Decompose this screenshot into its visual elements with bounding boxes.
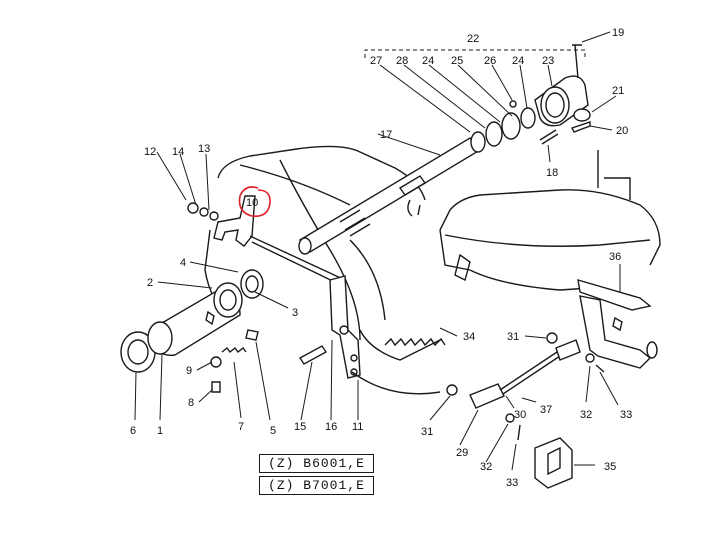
- washers-and-nut-left: [187, 202, 219, 221]
- callout-24-upper-left: 24: [422, 55, 434, 67]
- callout-32-lower: 32: [480, 461, 492, 473]
- rubber-block: [534, 437, 573, 489]
- callout-32-right: 32: [580, 409, 592, 421]
- callout-31-right: 31: [507, 331, 519, 343]
- callout-24-upper-right: 24: [512, 55, 524, 67]
- callout-10: 10: [246, 197, 258, 209]
- callout-9: 9: [186, 365, 192, 377]
- callout-11: 11: [352, 421, 363, 433]
- callout-33-lower: 33: [506, 477, 518, 489]
- callout-12: 12: [144, 146, 156, 158]
- group-bracket-22: [364, 49, 586, 58]
- coupling-assembly: [470, 44, 591, 153]
- callout-31-left: 31: [421, 426, 433, 438]
- callout-36: 36: [609, 251, 621, 263]
- callout-30: 30: [514, 409, 526, 421]
- callout-21: 21: [612, 85, 624, 97]
- callout-19: 19: [612, 27, 624, 39]
- callout-22: 22: [467, 33, 479, 45]
- callout-labels: 22 19 27 28 24 25 26 24 23 21 20 17 18 1…: [130, 27, 632, 489]
- callout-33-right: 33: [620, 409, 632, 421]
- callout-2: 2: [147, 277, 153, 289]
- callout-27: 27: [370, 55, 382, 67]
- callout-14: 14: [172, 146, 184, 158]
- leader-lines: [134, 31, 621, 471]
- callout-15: 15: [294, 421, 306, 433]
- pedal-lever-assembly: [577, 279, 658, 369]
- callout-26: 26: [484, 55, 496, 67]
- control-rod: [351, 332, 605, 441]
- callout-28: 28: [396, 55, 408, 67]
- callout-16: 16: [325, 421, 337, 433]
- callout-29: 29: [456, 447, 468, 459]
- callout-34: 34: [463, 331, 475, 343]
- callout-5: 5: [270, 425, 276, 437]
- callout-37: 37: [540, 404, 552, 416]
- callout-3: 3: [292, 307, 298, 319]
- callout-17: 17: [380, 129, 392, 141]
- model-label-b6001: (Z) B6001,E: [259, 454, 374, 473]
- callout-13: 13: [198, 143, 210, 155]
- highlight-circle-part-10: [238, 186, 271, 218]
- callout-25: 25: [451, 55, 463, 67]
- callout-18: 18: [546, 167, 558, 179]
- callout-7: 7: [238, 421, 244, 433]
- callout-20: 20: [616, 125, 628, 137]
- model-label-b7001: (Z) B7001,E: [259, 476, 374, 495]
- spring-and-bolt-left: [210, 329, 328, 393]
- shaft-boss: [120, 269, 264, 373]
- callout-8: 8: [188, 397, 194, 409]
- callout-6: 6: [130, 425, 136, 437]
- transmission-housing: [204, 145, 661, 361]
- callout-23: 23: [542, 55, 554, 67]
- callout-4: 4: [180, 257, 186, 269]
- callout-35: 35: [604, 461, 616, 473]
- shift-lever: [213, 195, 346, 287]
- callout-1: 1: [157, 425, 163, 437]
- return-spring: [384, 337, 446, 347]
- arm-link: [329, 275, 361, 379]
